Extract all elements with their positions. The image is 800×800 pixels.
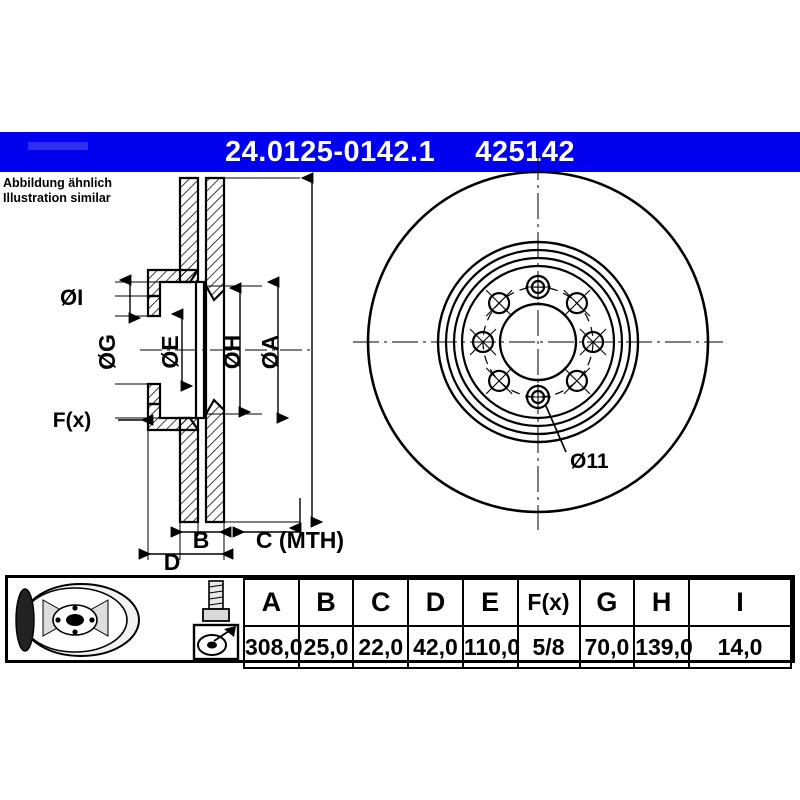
friction-ring-upper	[178, 176, 226, 302]
label-face-F: F(x)	[53, 409, 92, 432]
table-value-A: 308,0	[243, 625, 303, 669]
table-value-C: 22,0	[352, 625, 410, 669]
hat-ring-outer	[444, 248, 632, 436]
hat-ring-mid	[452, 256, 624, 428]
dimension-diam-G: ØG	[94, 308, 194, 392]
bolt-hole	[469, 328, 497, 356]
table-row-header: A B C D E F(x) G H I	[8, 577, 792, 661]
illustration-note-de: Abbildung ähnlich	[3, 176, 113, 190]
bolt-hole	[485, 367, 513, 395]
label-bolt-hole-diameter: Ø11	[570, 450, 609, 473]
header-banner-text: 24.0125-0142.1 425142	[0, 132, 800, 172]
tool-icons-cell	[188, 579, 244, 668]
table-value-F: 5/8	[516, 625, 581, 669]
table-value-G: 70,0	[578, 625, 636, 669]
section-view: ØI ØG ØE ØH ØA F(x)	[53, 172, 344, 570]
table-header-I: I	[688, 577, 792, 628]
bolt-hole	[579, 328, 607, 356]
disc-hat-lower	[146, 382, 200, 432]
table-header-D: D	[407, 577, 464, 628]
table-header-F: F(x)	[516, 577, 581, 628]
bolt-hole	[563, 289, 591, 317]
wheel-bolt-icon	[201, 580, 230, 622]
table-value-D: 42,0	[407, 625, 464, 669]
label-diam-H: ØH	[219, 335, 245, 370]
table-value-H: 139,0	[633, 625, 693, 669]
dimension-width-B: B	[170, 526, 232, 553]
table-header-B: B	[297, 577, 355, 628]
brake-disc-photo	[15, 583, 140, 657]
dimension-diam-A: ØA	[257, 172, 324, 528]
header-banner	[0, 132, 800, 172]
dimension-width-D: D	[138, 548, 234, 570]
table-header-A: A	[243, 577, 300, 628]
article-number: 425142	[475, 135, 575, 168]
table-value-E: 110,0	[461, 625, 520, 669]
label-diam-G: ØG	[94, 334, 120, 370]
label-diam-E: ØE	[157, 335, 183, 368]
brake-disc-photo-cell	[8, 579, 188, 668]
disc-hat-upper	[146, 268, 200, 318]
bolt-hole-group	[469, 274, 607, 410]
label-diam-A: ØA	[257, 335, 283, 370]
table-header-G: G	[578, 577, 636, 628]
table-header-E: E	[461, 577, 519, 628]
label-diam-I: ØI	[60, 285, 83, 310]
banner-watermark	[28, 142, 88, 150]
table-header-H: H	[633, 577, 690, 628]
label-width-C: C (MTH)	[256, 527, 344, 553]
label-width-D: D	[164, 549, 181, 570]
spec-table: A B C D E F(x) G H I 308,0 25,0 22,0 42,…	[5, 575, 795, 669]
bolt-hole-callout: Ø11	[545, 405, 609, 473]
measuring-gauge-icon	[192, 623, 239, 661]
dimension-diam-E: ØE	[157, 282, 252, 418]
dimension-width-C: C (MTH)	[232, 498, 344, 553]
table-value-I: 14,0	[688, 625, 792, 669]
friction-ring-lower	[178, 398, 226, 524]
dimension-diam-I: ØI	[60, 274, 142, 324]
illustration-note: Abbildung ähnlich Illustration similar	[3, 176, 112, 206]
hub-bore-circle	[498, 302, 578, 382]
tool-icons	[192, 580, 239, 661]
table-header-C: C	[352, 577, 410, 628]
bolt-hole	[563, 367, 591, 395]
bolt-hole	[525, 384, 551, 410]
table-value-B: 25,0	[297, 625, 355, 669]
dimension-face-F: F(x)	[53, 409, 154, 432]
table-row-values: 308,0 25,0 22,0 42,0 110,0 5/8 70,0 139,…	[8, 625, 792, 669]
face-view: Ø11	[353, 154, 723, 530]
bolt-hole	[485, 289, 513, 317]
bolt-hole	[525, 274, 551, 300]
technical-drawing: ØI ØG ØE ØH ØA F(x)	[53, 154, 723, 570]
friction-band-inner-circle	[436, 240, 640, 444]
illustration-note-en: Illustration similar	[3, 191, 111, 205]
dimension-diam-H: ØH	[219, 276, 290, 424]
disc-outer-circle	[366, 170, 710, 514]
label-width-B: B	[193, 527, 210, 553]
hat-ring-inner	[460, 264, 616, 420]
part-number: 24.0125-0142.1	[225, 135, 436, 168]
